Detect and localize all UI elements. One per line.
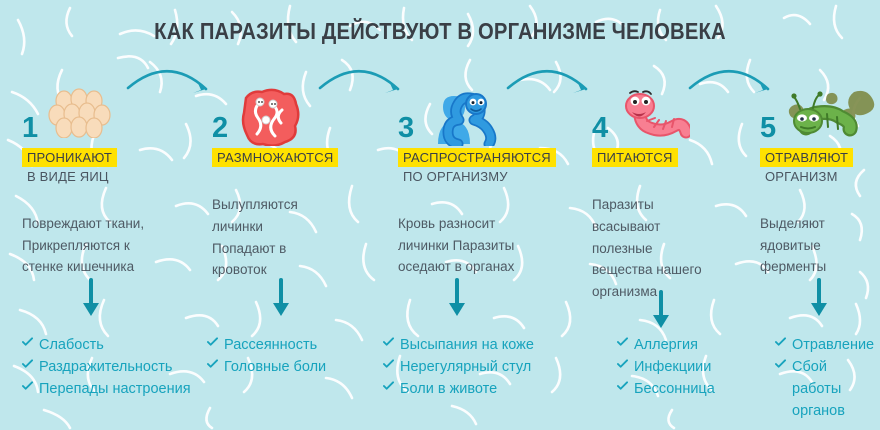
symptom-list-5: Отравление Сбой работы органов	[775, 334, 880, 422]
check-icon	[617, 381, 628, 390]
check-icon	[22, 337, 33, 346]
page-title: КАК ПАРАЗИТЫ ДЕЙСТВУЮТ В ОРГАНИЗМЕ ЧЕЛОВ…	[154, 18, 726, 44]
check-icon	[383, 381, 394, 390]
list-item: Раздражительность	[22, 356, 212, 378]
symptom-list-1: Слабость Раздражительность Перепады наст…	[22, 334, 212, 400]
step-column-3: 3 РАСПРОСТРАНЯЮТСЯ ПО ОРГАНИЗМУ Кровь ра…	[398, 88, 580, 278]
symptom-list-3: Высыпания на коже Нерегулярный стул Боли…	[383, 334, 583, 400]
step-number-3: 3	[398, 112, 415, 144]
symptom-label: Инфекциии	[634, 359, 712, 376]
step-description-4: Паразиты всасывают полезные вещества наш…	[592, 196, 702, 300]
symptom-list-4: Аллергия Инфекциии Бессонница	[617, 334, 777, 400]
step-label-highlight-1: ПРОНИКАЮТ	[22, 148, 117, 168]
list-item: Перепады настроения	[22, 378, 212, 400]
green-caterpillar-toxin-icon	[786, 88, 878, 151]
symptom-label: Аллергия	[634, 337, 698, 353]
symptom-label: Бессонница	[634, 381, 715, 398]
list-item: Бессонница	[617, 378, 777, 400]
list-item: Отравление	[775, 334, 880, 356]
list-item: Инфекциии	[617, 356, 777, 378]
list-item: Аллергия	[617, 334, 777, 356]
arc-1-to-2	[126, 69, 208, 91]
down-arrow-4	[653, 290, 669, 328]
step-number-5: 5	[760, 112, 777, 144]
step-number-4: 4	[592, 112, 609, 144]
symptom-label: Слабость	[39, 337, 104, 353]
step-column-5: 5	[760, 88, 880, 278]
step-header-3: 3	[398, 88, 580, 151]
step-label-plain-5: ОРГАНИЗМ	[765, 168, 838, 184]
step-column-2: 2	[212, 88, 382, 281]
step-label-1: ПРОНИКАЮТ	[22, 148, 192, 168]
down-arrow-2	[273, 278, 289, 316]
symptom-label: Головные боли	[224, 359, 327, 376]
symptom-label: Рассеянность	[224, 337, 318, 353]
symptom-label: Высыпания на коже	[400, 337, 534, 353]
list-item: Нерегулярный стул	[383, 356, 583, 378]
arc-2-to-3	[318, 69, 400, 91]
step-label-2: РАЗМНОЖАЮТСЯ	[212, 148, 382, 168]
step-description-5: Выделяют ядовитые ферменты	[760, 215, 827, 275]
down-arrow-3	[449, 278, 465, 316]
step-description-3: Кровь разносит личинки Паразиты оседают …	[398, 215, 515, 275]
list-item: Высыпания на коже	[383, 334, 583, 356]
step-header-5: 5	[760, 88, 880, 148]
step-label-4: ПИТАЮТСЯ	[592, 148, 742, 168]
check-icon	[775, 359, 786, 368]
step-header-1: 1	[22, 88, 192, 148]
list-item: Головные боли	[207, 356, 387, 378]
symptom-label: Нерегулярный стул	[400, 359, 532, 376]
step-header-4: 4	[592, 88, 742, 148]
eggs-cluster-icon	[48, 88, 116, 143]
symptom-label: Отравление	[792, 337, 875, 353]
check-icon	[207, 359, 218, 368]
step-description-2: Вылупляются личинки Попадают в кровоток	[212, 196, 298, 278]
step-label-plain-1: В ВИДЕ ЯИЦ	[27, 168, 109, 184]
check-icon	[617, 337, 628, 346]
symptom-label: Боли в животе	[400, 381, 498, 398]
step-label-5: ОТРАВЛЯЮТ	[760, 148, 880, 168]
list-item: Рассеянность	[207, 334, 387, 356]
arc-4-to-5	[688, 69, 770, 91]
arc-3-to-4	[506, 69, 588, 91]
arrowhead-2	[385, 81, 398, 93]
down-arrow-1	[83, 278, 99, 316]
list-item: Сбой работы органов	[775, 356, 880, 422]
symptom-list-2: Рассеянность Головные боли	[207, 334, 387, 378]
down-arrow-5	[811, 278, 827, 316]
list-item: Боли в животе	[383, 378, 583, 400]
check-icon	[383, 359, 394, 368]
step-label-highlight-4: ПИТАЮТСЯ	[592, 148, 678, 168]
step-label-plain-3: ПО ОРГАНИЗМУ	[403, 168, 508, 184]
step-header-2: 2	[212, 88, 382, 148]
step-label-highlight-2: РАЗМНОЖАЮТСЯ	[212, 148, 339, 168]
list-item: Слабость	[22, 334, 212, 356]
step-number-2: 2	[212, 112, 229, 144]
check-icon	[22, 381, 33, 390]
step-column-1: 1	[22, 88, 192, 278]
check-icon	[775, 337, 786, 346]
step-column-4: 4 ПИТАЮТСЯ	[592, 88, 742, 303]
check-icon	[207, 337, 218, 346]
arrowhead-1	[193, 81, 206, 93]
step-description-1: Повреждают ткани, Прикрепляются к стенке…	[22, 215, 145, 275]
check-icon	[383, 337, 394, 346]
red-worms-in-tissue-icon	[238, 88, 300, 151]
step-label-3: РАСПРОСТРАНЯЮТСЯ	[398, 148, 580, 168]
symptom-label: Раздражительность	[39, 359, 173, 376]
step-number-1: 1	[22, 112, 39, 144]
check-icon	[22, 359, 33, 368]
check-icon	[617, 359, 628, 368]
symptom-label: Перепады настроения	[39, 381, 191, 398]
step-label-highlight-3: РАСПРОСТРАНЯЮТСЯ	[398, 148, 556, 168]
symptom-label: Сбой работы органов	[792, 359, 845, 420]
blue-worm-human-silhouette-icon	[424, 88, 502, 151]
step-label-highlight-5: ОТРАВЛЯЮТ	[760, 148, 854, 168]
pink-feeding-worm-icon	[618, 88, 693, 151]
